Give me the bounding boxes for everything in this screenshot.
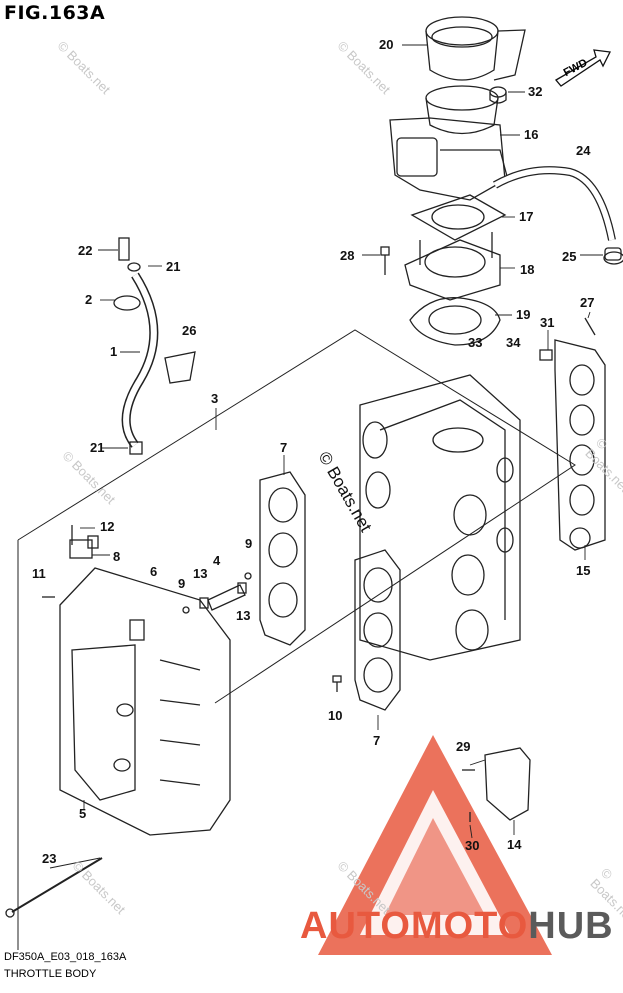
callout-14: 14: [507, 837, 522, 852]
figure-title: FIG.163A: [4, 2, 106, 24]
callout-16: 16: [524, 127, 539, 142]
callout-34: 34: [506, 335, 521, 350]
brand-part2: HUB: [528, 905, 614, 947]
callout-6: 6: [150, 564, 158, 579]
callout-15: 15: [576, 563, 591, 578]
callout-3: 3: [211, 391, 219, 406]
callout-27: 27: [580, 295, 595, 310]
callout-13: 13: [193, 566, 208, 581]
brand-part1: AUTOMOTO: [300, 905, 529, 947]
callout-9b: 9: [178, 576, 186, 591]
callout-5: 5: [79, 806, 87, 821]
callout-11: 11: [32, 566, 46, 581]
callout-12: 12: [100, 519, 115, 534]
callout-1: 1: [110, 344, 118, 359]
callout-25: 25: [562, 249, 577, 264]
callout-23: 23: [42, 851, 57, 866]
callout-22: 22: [78, 243, 93, 258]
callout-20: 20: [379, 37, 394, 52]
fwd-arrow-icon: [555, 49, 611, 87]
callout-26: 26: [182, 323, 197, 338]
callout-21b: 21: [90, 440, 105, 455]
figure-code: DF350A_E03_018_163A: [4, 951, 127, 963]
callout-13b: 13: [236, 608, 251, 623]
callout-2: 2: [85, 292, 93, 307]
callout-10: 10: [328, 708, 343, 723]
callout-33: 33: [468, 335, 483, 350]
callout-21: 21: [166, 259, 181, 274]
callout-4: 4: [213, 553, 221, 568]
callout-24: 24: [576, 143, 591, 158]
callout-30: 30: [465, 838, 480, 853]
callout-7: 7: [280, 440, 288, 455]
callout-29: 29: [456, 739, 471, 754]
callout-8: 8: [113, 549, 121, 564]
callout-32: 32: [528, 84, 543, 99]
callout-17: 17: [519, 209, 534, 224]
callout-18: 18: [520, 262, 535, 277]
brand-logo: AUTOMOTOHUB: [300, 905, 614, 948]
callout-28: 28: [340, 248, 355, 263]
callout-31: 31: [540, 315, 555, 330]
callout-7b: 7: [373, 733, 381, 748]
callout-19: 19: [516, 307, 531, 322]
callout-9: 9: [245, 536, 253, 551]
figure-subtitle: THROTTLE BODY: [4, 968, 97, 980]
